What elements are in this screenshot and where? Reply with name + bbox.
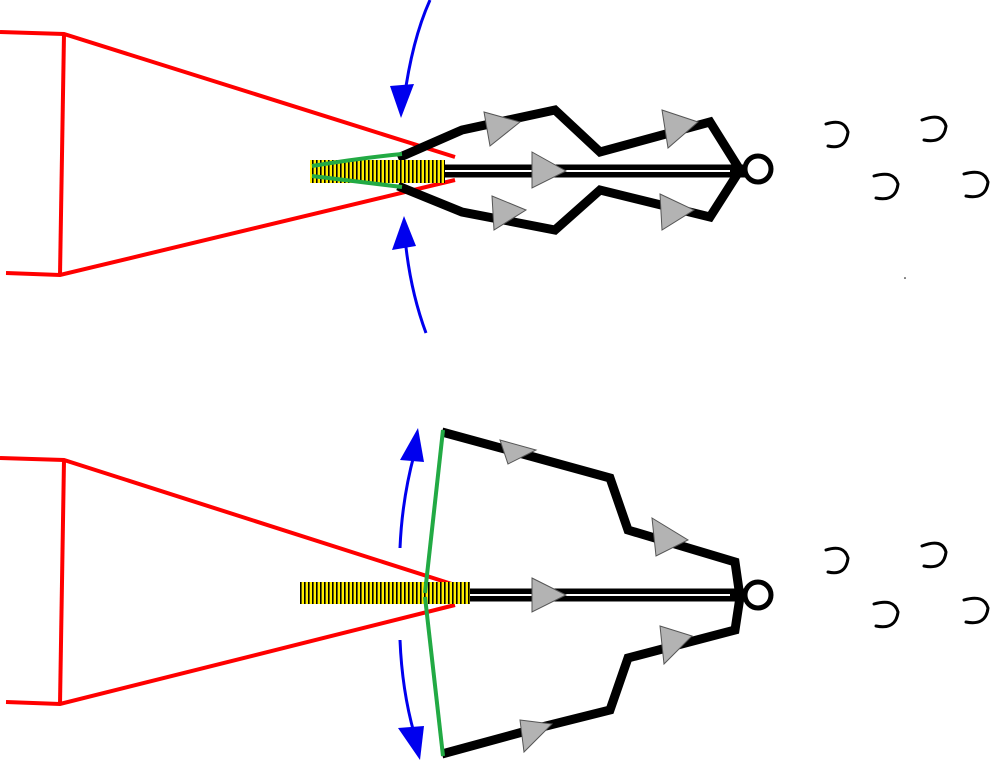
- direction-arrow-icon: [651, 517, 690, 557]
- direction-arrow-icon: [659, 193, 696, 231]
- red-cone-left-edge-b: [58, 459, 66, 705]
- path-upper-top: [396, 105, 744, 173]
- u-shape-icon: [920, 541, 948, 569]
- direction-arrow-icon: [531, 577, 568, 613]
- blue-arrowhead-icon: [398, 726, 424, 760]
- blue-arrowhead-icon: [392, 216, 416, 250]
- green-wavefront-lower-b: [423, 596, 445, 757]
- blue-arrowhead-icon: [400, 428, 424, 462]
- panel-bottom: [0, 427, 990, 760]
- blue-arrowhead-icon: [390, 84, 414, 118]
- blue-arrow-lower-bottom: [398, 639, 416, 734]
- red-cone-left-edge-top: [58, 33, 66, 276]
- u-shape-icon: [824, 546, 850, 575]
- direction-arrow-icon: [499, 439, 538, 465]
- red-cone-bottom-b: [5, 603, 456, 707]
- red-cone-top: [0, 30, 456, 159]
- direction-arrow-icon: [483, 111, 522, 147]
- u-shape-icon: [920, 115, 948, 143]
- hatched-core-bottom: [300, 582, 470, 604]
- start-circle-top: [742, 153, 774, 185]
- u-shape-icon: [824, 120, 850, 149]
- path-lower-top: [396, 167, 744, 235]
- blue-arrow-lower-top: [403, 237, 428, 334]
- green-line-lower-top: [311, 174, 403, 189]
- direction-arrow-icon: [491, 195, 528, 231]
- speck-dot: [904, 277, 906, 279]
- direction-arrow-icon: [531, 151, 568, 189]
- direction-arrow-icon: [659, 625, 693, 666]
- red-cone-top-b: [0, 456, 456, 587]
- start-circle-bottom: [742, 579, 774, 611]
- u-shape-icon: [872, 600, 900, 629]
- green-line-upper-top: [311, 152, 403, 168]
- hatched-core-top: [310, 160, 445, 183]
- u-shape-icon: [962, 170, 990, 199]
- blue-arrow-upper-bottom: [398, 454, 416, 549]
- green-wavefront-upper-b: [423, 429, 445, 594]
- red-cone-bottom: [5, 178, 456, 278]
- path-lower-bottom: [440, 596, 745, 759]
- u-shape-icon: [962, 596, 990, 625]
- u-shape-icon: [872, 172, 900, 201]
- panel-top: [0, 0, 990, 334]
- direction-arrow-icon: [519, 719, 554, 754]
- path-upper-bottom: [440, 427, 745, 598]
- direction-arrow-icon: [661, 109, 699, 149]
